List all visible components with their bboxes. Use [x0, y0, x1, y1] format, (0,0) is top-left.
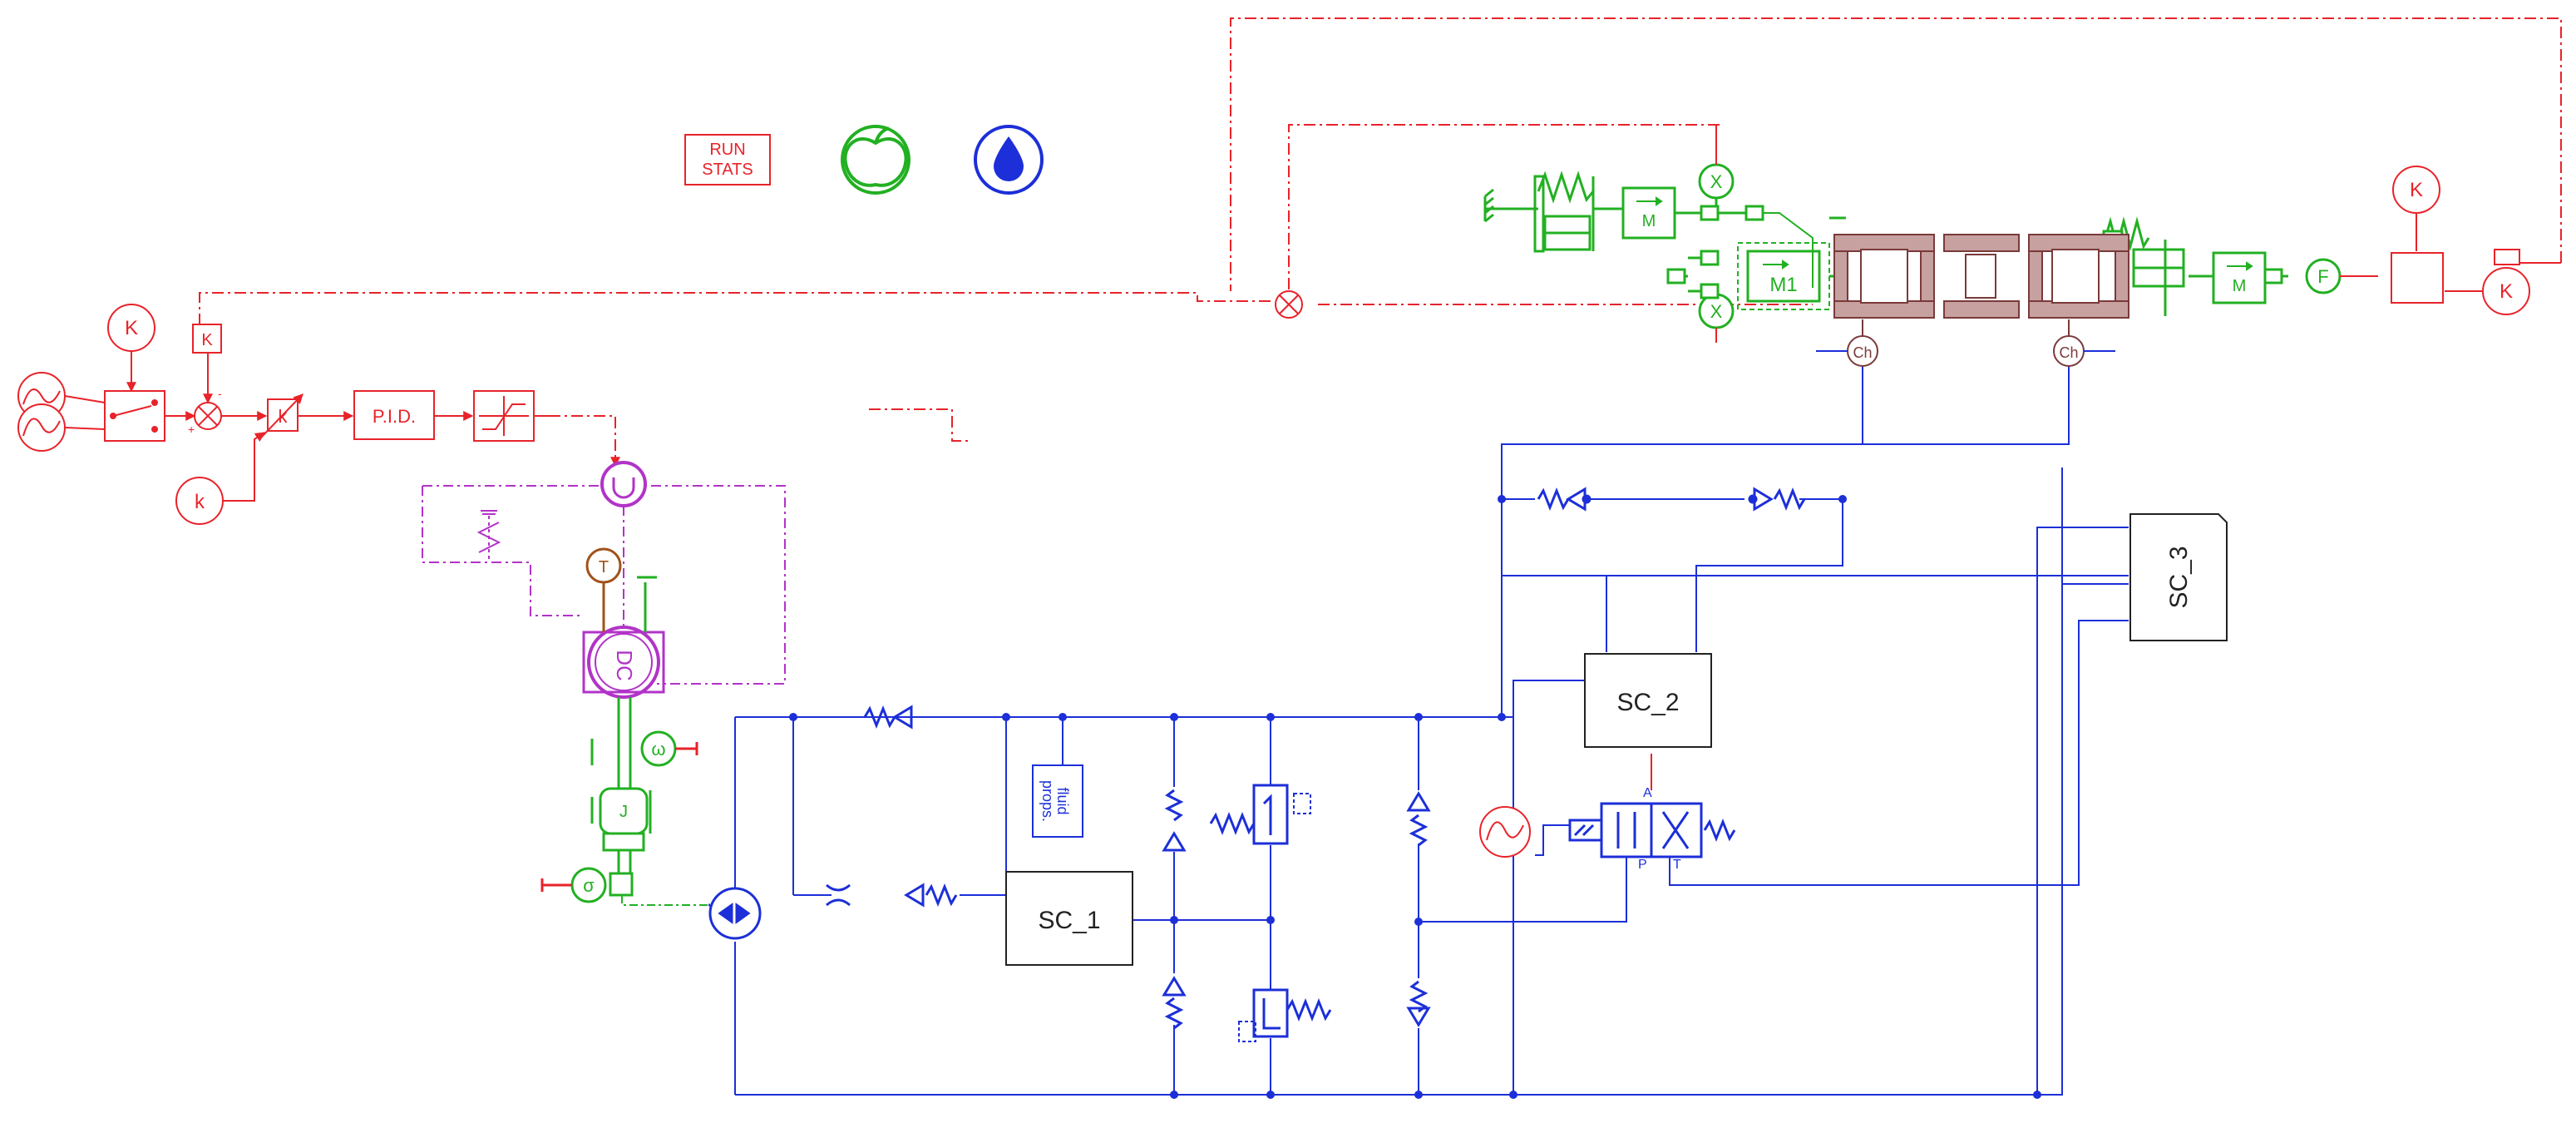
- check-valve-middle-right[interactable]: [1748, 487, 1806, 512]
- right-control-labels: K K: [2410, 179, 2513, 303]
- force-sensor-label: F: [2317, 266, 2328, 287]
- valve-port-p: P: [1638, 858, 1647, 872]
- signal-source-2-icon[interactable]: [17, 403, 66, 452]
- temperature-sensor[interactable]: [585, 547, 622, 632]
- hydraulic-pump[interactable]: [708, 887, 762, 940]
- mass-m-left-label: M: [1642, 212, 1656, 230]
- pid-label: P.I.D.: [373, 406, 416, 427]
- dc-motor-label: DC: [612, 650, 637, 681]
- chamber-labels: Ch Ch: [1853, 344, 2078, 361]
- temperature-sensor-label: T: [599, 558, 609, 576]
- drivetrain-labels: M M1 M X X F: [1642, 171, 2329, 322]
- sc1-block[interactable]: SC_1: [1005, 871, 1133, 966]
- position-sensor-x2-label: X: [1710, 301, 1723, 322]
- right-control: [2391, 166, 2561, 315]
- valve-port-t: T: [1673, 858, 1681, 872]
- hydraulic-lines: [734, 358, 2129, 1096]
- brake-chambers[interactable]: [1833, 234, 2129, 319]
- mass-m1-label: M1: [1769, 274, 1797, 296]
- svg-text:RUN: RUN: [709, 141, 745, 159]
- relief-valve-bottom[interactable]: [1238, 988, 1332, 1042]
- chamber-sensors: [1816, 319, 2115, 367]
- valve-signal-source-icon[interactable]: [1479, 806, 1531, 858]
- control-chain-labels: K K k P.I.D. k + -: [125, 317, 416, 513]
- mass-m-left[interactable]: [1621, 186, 1676, 240]
- run-stats-button[interactable]: RUN STATS: [684, 134, 771, 186]
- hydraulic-junctions: [789, 495, 2041, 1099]
- feedback-gain-label: K: [201, 331, 213, 349]
- fluid-props-line1: fluid: [1054, 787, 1071, 814]
- chamber-right-label: Ch: [2059, 344, 2078, 361]
- orifice[interactable]: [826, 883, 851, 907]
- sum-plus-sign: +: [188, 423, 195, 436]
- feedback-gain[interactable]: [192, 324, 222, 354]
- top-summing-junction[interactable]: [1275, 290, 1303, 319]
- drivetrain-mass-arrows: [1636, 196, 2253, 271]
- motor-shaft-labels: ω J σ: [583, 739, 665, 896]
- gain-block-label: k: [279, 406, 289, 427]
- relief-valve-top[interactable]: [1209, 784, 1311, 845]
- fluid-drop-icon[interactable]: [974, 125, 1044, 195]
- motor-shaft: [540, 576, 708, 906]
- gain-k-right-label: K: [2500, 280, 2513, 303]
- voltage-source-icon[interactable]: [600, 461, 647, 507]
- torque-sensor-label: σ: [583, 875, 595, 896]
- constant-k-top-label: K: [125, 317, 138, 339]
- pid-block[interactable]: [353, 390, 435, 440]
- mass-m1[interactable]: [1746, 250, 1821, 303]
- check-valve-middle-left[interactable]: [1537, 487, 1591, 512]
- check-valve-vertical-3[interactable]: [1406, 791, 1431, 847]
- inertia-label: J: [619, 803, 628, 821]
- sc3-label: SC_3: [2165, 546, 2193, 608]
- fluid-props-block[interactable]: fluid props.: [1032, 764, 1083, 838]
- gain-k-right-top-label: K: [2410, 179, 2423, 201]
- electrical-circuit: [422, 461, 786, 699]
- check-valve-top[interactable]: [863, 705, 913, 730]
- sc3-block[interactable]: SC_3: [2129, 513, 2228, 641]
- sc2-label: SC_2: [1616, 689, 1679, 716]
- mass-m-right-label: M: [2233, 277, 2247, 295]
- directional-valve[interactable]: [1568, 802, 1736, 858]
- constant-k-bottom-label: k: [195, 491, 205, 513]
- sc2-block[interactable]: SC_2: [1584, 653, 1712, 748]
- check-valve-orifice-line[interactable]: [904, 883, 958, 908]
- right-switch[interactable]: [2391, 252, 2444, 304]
- fluid-props-line2: props.: [1039, 780, 1056, 822]
- apple-icon[interactable]: [841, 125, 910, 195]
- dc-motor[interactable]: [587, 626, 660, 699]
- sc1-label: SC_1: [1038, 907, 1100, 934]
- check-valve-vertical-4[interactable]: [1406, 980, 1431, 1027]
- check-valve-vertical-1[interactable]: [1162, 789, 1187, 852]
- check-valve-vertical-2[interactable]: [1162, 976, 1187, 1030]
- mass-m-right[interactable]: [2212, 251, 2267, 304]
- control-chain: [17, 304, 549, 525]
- position-sensor-x1-label: X: [1710, 171, 1723, 192]
- speed-sensor-label: ω: [651, 739, 665, 759]
- sum-minus-sign: -: [218, 387, 222, 400]
- valve-port-labels: A P T: [1638, 786, 1681, 872]
- svg-text:STATS: STATS: [702, 161, 753, 179]
- valve-port-a: A: [1643, 786, 1652, 800]
- chamber-left-label: Ch: [1853, 344, 1872, 361]
- feedback-signal-lines: [199, 17, 2562, 468]
